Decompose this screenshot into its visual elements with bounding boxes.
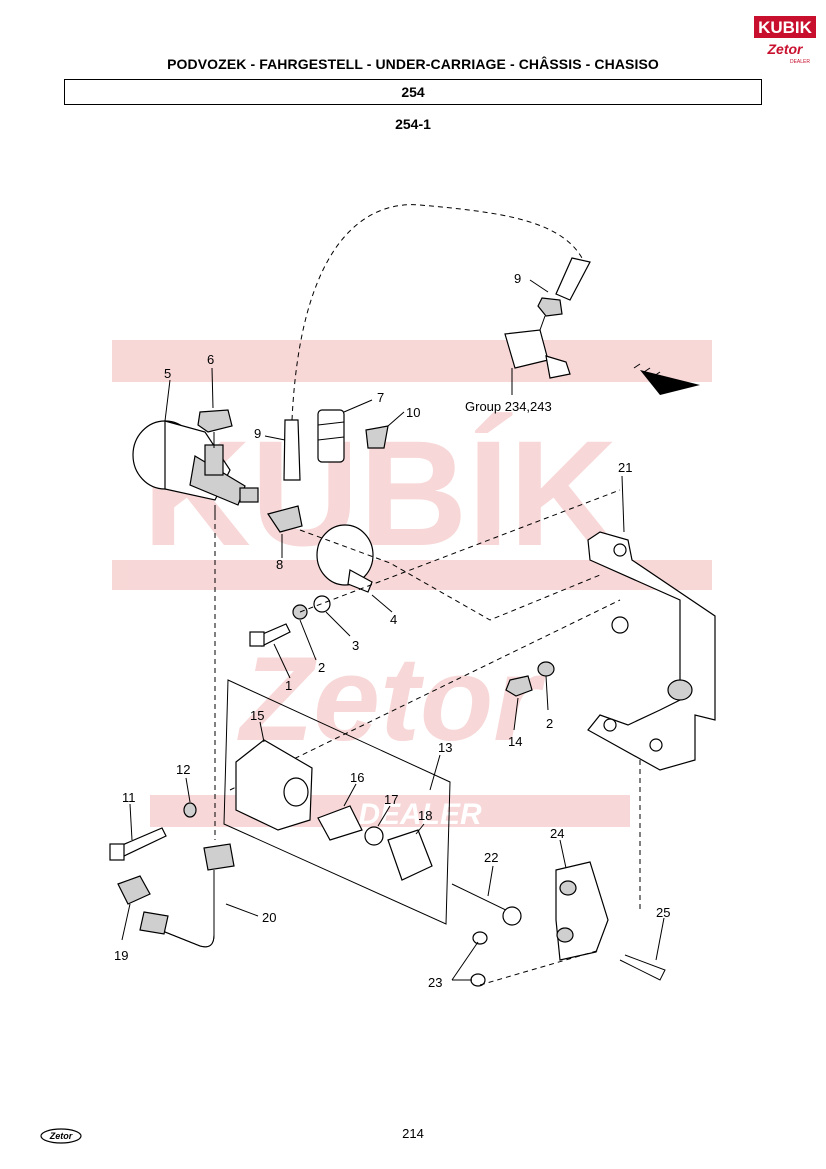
- part-label: 14: [508, 734, 522, 749]
- part-label: 10: [406, 405, 420, 420]
- part-label: 1: [285, 678, 292, 693]
- part-label: 12: [176, 762, 190, 777]
- watermark-subtext: Zetor: [237, 632, 546, 766]
- logo-subbrand-text: Zetor: [767, 41, 805, 57]
- part-label: 2: [318, 660, 325, 675]
- part-label: 25: [656, 905, 670, 920]
- part-label: 2: [546, 716, 553, 731]
- part-label: 21: [618, 460, 632, 475]
- group-number-box: 254: [64, 79, 762, 105]
- part-label: 18: [418, 808, 432, 823]
- part-label: 6: [207, 352, 214, 367]
- page-title: PODVOZEK - FAHRGESTELL - UNDER-CARRIAGE …: [167, 56, 659, 72]
- reference-label: Group 234,243: [465, 399, 552, 414]
- part-label: 9: [514, 271, 521, 286]
- part-label: 7: [377, 390, 384, 405]
- part-label: 13: [438, 740, 452, 755]
- part-label: 4: [390, 612, 397, 627]
- kubik-zetor-logo: KUBIK Zetor DEALER: [754, 16, 816, 65]
- part-label: 24: [550, 826, 564, 841]
- part-label: 5: [164, 366, 171, 381]
- part-label: 17: [384, 792, 398, 807]
- subgroup-number: 254-1: [395, 116, 431, 132]
- part-label: 15: [250, 708, 264, 723]
- footer-logo-text: Zetor: [49, 1131, 73, 1141]
- logo-dealer-text: DEALER: [790, 59, 810, 65]
- part-label: 9: [254, 426, 261, 441]
- watermark-dealer: DEALER: [358, 798, 482, 831]
- footer-zetor-logo: Zetor: [40, 1128, 82, 1144]
- logo-brand-text: KUBIK: [758, 18, 813, 37]
- part-label: 22: [484, 850, 498, 865]
- part-label: 3: [352, 638, 359, 653]
- part-label: 20: [262, 910, 276, 925]
- part-label: 8: [276, 557, 283, 572]
- page-number: 214: [402, 1126, 424, 1141]
- part-label: 23: [428, 975, 442, 990]
- part-label: 19: [114, 948, 128, 963]
- part-label: 16: [350, 770, 364, 785]
- part-label: 11: [122, 790, 136, 805]
- direction-arrow: [633, 363, 700, 395]
